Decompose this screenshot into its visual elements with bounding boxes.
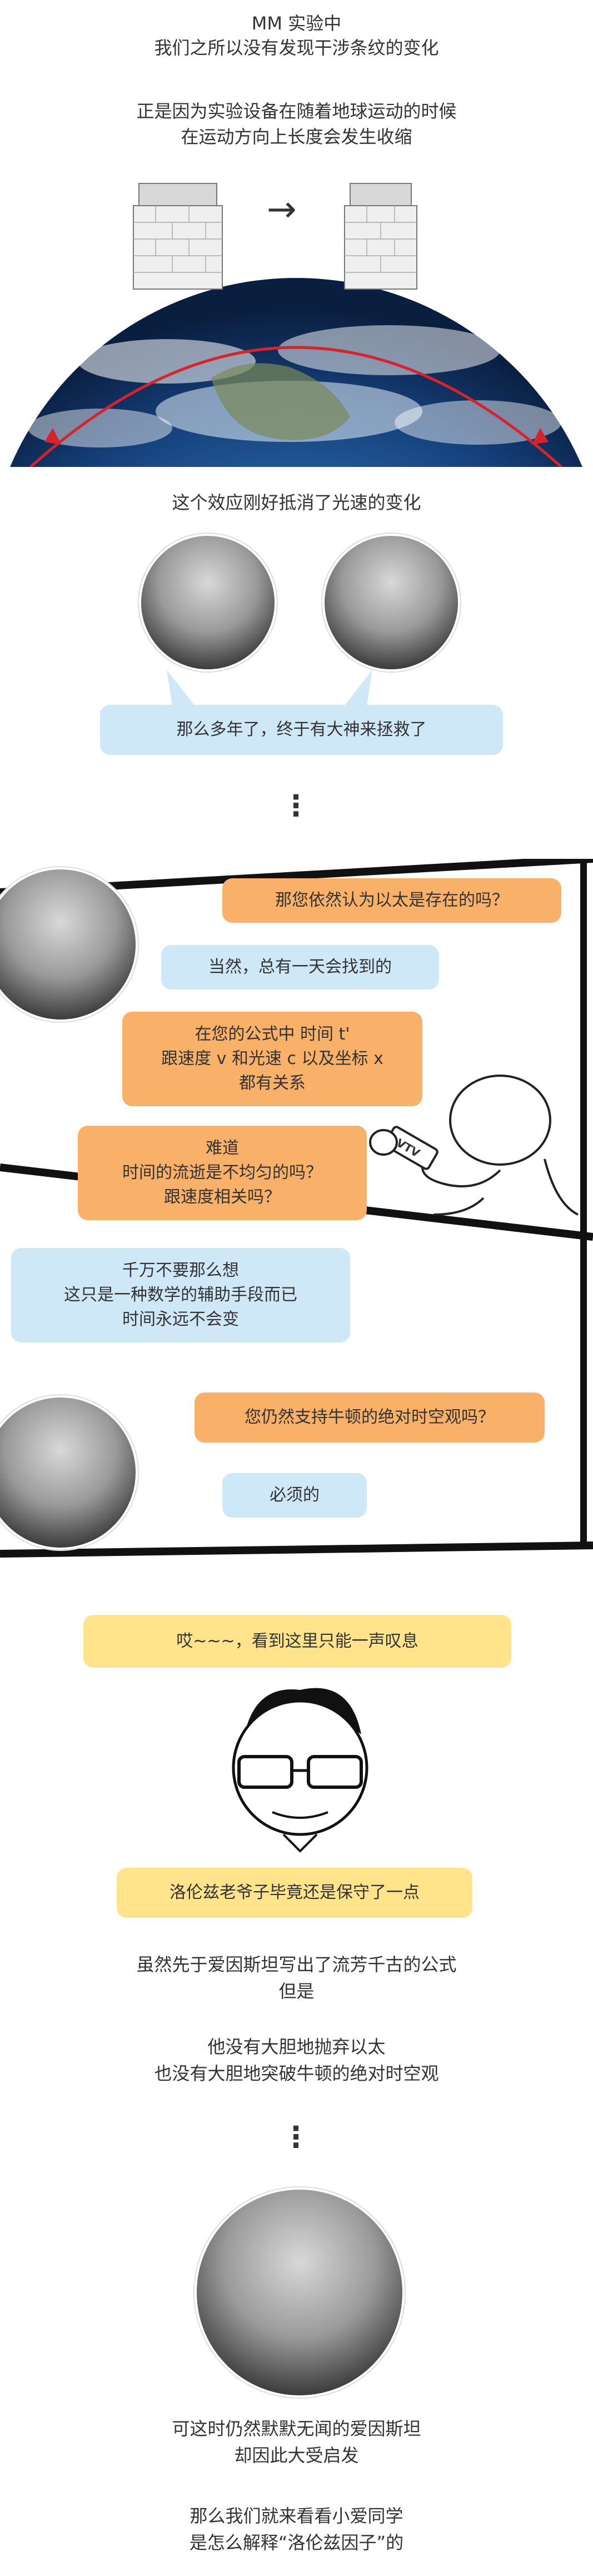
microphone-icon [369,1126,438,1170]
bubble-q3: 难道 时间的流逝是不均匀的吗？ 跟速度相关吗？ [78,1126,367,1220]
intro-line-2: 我们之所以没有发现干涉条纹的变化 [154,37,439,58]
a3-line-1: 千万不要那么想 [122,1261,239,1280]
para3-line-2: 却因此大受启发 [234,2445,359,2466]
q2-line-2: 跟速度 v 和光速 c 以及坐标 x [161,1049,383,1068]
portrait-einstein [195,2187,405,2398]
earth-scene: → [0,167,593,467]
earth-illustration [10,183,582,467]
brick-tower-original [133,183,223,290]
q2-line-1: 在您的公式中 时间 t' [195,1025,350,1044]
intro-line-1: MM 实验中 [251,13,342,34]
brick-tower-contracted [344,183,417,290]
para2-line-1: 他没有大胆地抛弃以太 [207,2036,386,2057]
para4-line-1: 那么我们就来看看小爱同学 [190,2505,403,2527]
para3-line-1: 可这时仍然默默无闻的爱因斯坦 [172,2418,421,2439]
offset-text: 这个效应刚好抵消了光速的变化 [172,492,421,513]
bubble-a4: 必须的 [222,1473,367,1518]
intro-line-4: 在运动方向上长度会发生收缩 [181,126,412,147]
q2-line-3: 都有关系 [239,1073,306,1093]
q3-line-2: 时间的流逝是不均匀的吗？ [122,1163,322,1182]
para4-line-2: 是怎么解释“洛伦兹因子”的 [189,2532,404,2553]
bubble-sigh: 哎~~~，看到这里只能一声叹息 [83,1615,511,1668]
bubble-tail-right [345,670,372,705]
intro-line-3: 正是因为实验设备在随着地球运动的时候 [136,101,457,122]
portrait-lorentz-2 [0,1395,138,1550]
bubble-conservative: 洛伦兹老爷子毕竟还是保守了一点 [117,1868,472,1918]
arrow-icon: → [267,189,297,230]
para1-line-2: 但是 [278,1981,315,2002]
bubble-q4: 您仍然支持牛顿的绝对时空观吗？ [195,1393,545,1443]
ellipsis-dots-1: ⋮ [281,789,312,823]
bubble-rescue: 那么多年了，终于有大神来拯救了 [100,705,503,755]
para2-line-2: 也没有大胆地突破牛顿的绝对时空观 [154,2063,439,2084]
portrait-morley [322,534,460,672]
cartoon-face [232,1688,368,1853]
bubble-q1: 那您依然认为以太是存在的吗？ [222,878,561,923]
orbit-arrowhead-right [532,428,549,445]
portrait-lorentz-1 [0,867,138,1022]
a3-line-3: 时间永远不会变 [122,1310,239,1329]
q3-line-1: 难道 [206,1138,239,1158]
bubble-tail-left [167,670,195,705]
interview-comic: VTV 那您依然认为以太是存在的吗？ 当然，总有一天会找到的 在您的公式中 时间… [0,859,593,1559]
a3-line-2: 这只是一种数学的辅助手段而已 [64,1285,297,1305]
orbit-arrow [29,346,562,467]
orbit-arrowhead-left [44,428,61,445]
portrait-michelson [139,534,277,672]
bubble-a1: 当然，总有一天会找到的 [161,945,439,989]
ellipsis-dots-2: ⋮ [281,2121,312,2154]
q3-line-3: 跟速度相关吗？ [164,1187,281,1207]
para1-line-1: 虽然先于爱因斯坦写出了流芳千古的公式 [136,1954,457,1975]
bubble-a3: 千万不要那么想 这只是一种数学的辅助手段而已 时间永远不会变 [11,1248,350,1342]
bubble-q2: 在您的公式中 时间 t' 跟速度 v 和光速 c 以及坐标 x 都有关系 [122,1012,422,1106]
reporter-figure [421,1075,579,1216]
